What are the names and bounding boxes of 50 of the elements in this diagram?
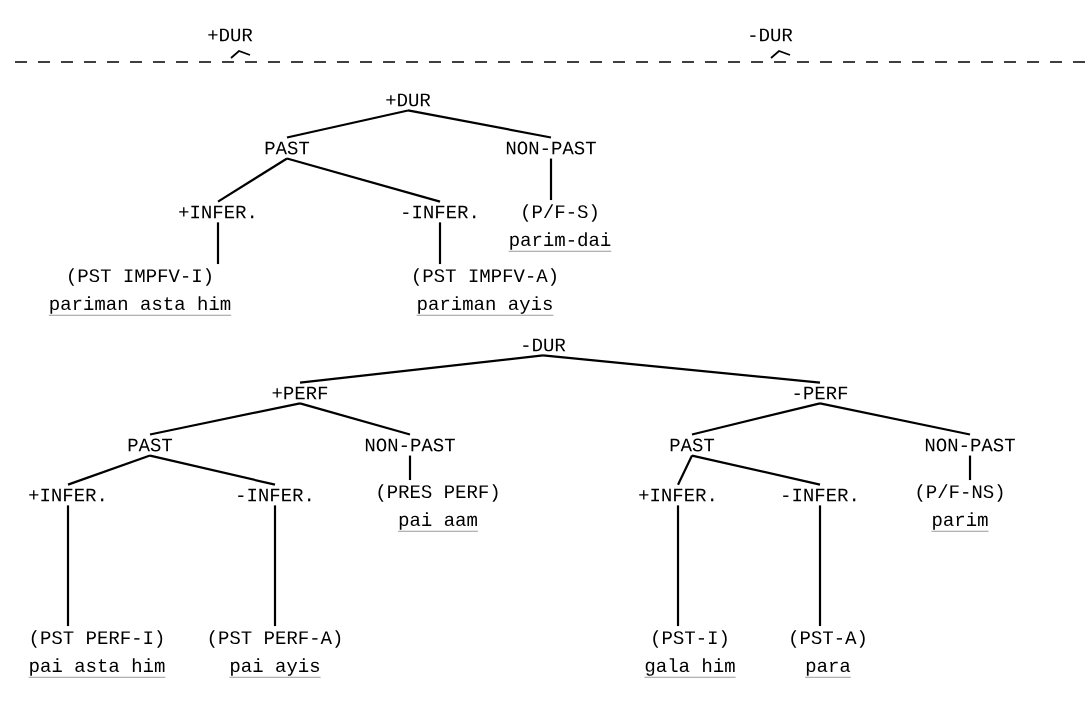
tree-branch [542,354,821,384]
feature-label: NON-PAST [506,141,596,155]
tree-branch [819,402,971,436]
tree-branch [299,354,544,384]
tree-branch [407,109,552,139]
feature-label: +DUR [208,28,253,42]
feature-label: -DUR [750,28,793,42]
tree-branch [691,454,821,486]
tree-branch [549,158,553,201]
form-label: (P/F-S) parim-dai [508,204,612,252]
feature-label: +INFER. [29,488,104,502]
feature-label: PAST [670,438,715,452]
tree-branch [286,109,409,139]
feature-label: -INFER. [238,488,311,502]
tree-branch [676,505,680,627]
tree-branch [438,222,442,265]
form-label: (PST PERF-A) pai ayis [209,630,341,678]
tree-branch [149,454,276,486]
form-label: (P/F-NS) parim [917,484,1003,532]
feature-label: +INFER. [639,488,714,502]
feature-label: +INFER. [179,205,254,219]
tree-branch [216,222,220,265]
tree-branch [149,402,301,436]
tree-branch [299,402,411,436]
form-label: (PST IMPFV-A) pariman ayis [414,268,556,316]
tree-branch [408,455,412,481]
feature-label: NON-PAST [365,438,455,452]
feature-label: -INFER. [403,205,476,219]
tree-branch [968,455,972,481]
feature-label: PAST [265,141,310,155]
feature-label: +DUR [386,93,431,107]
tree-branch [677,455,693,486]
feature-label: -DUR [523,338,566,352]
tree-branch [67,454,151,486]
tree-branch [217,157,288,203]
tree-branch [286,157,441,203]
feature-label: -INFER. [783,488,856,502]
form-label: (PST PERF-I) pai asta him [28,630,166,678]
form-label: (PRES PERF) pai aam [378,484,498,532]
feature-label: NON-PAST [925,438,1015,452]
form-label: (PST IMPFV-I) pariman asta him [48,268,232,316]
feature-label: -PERF [794,386,848,400]
tree-branch [66,505,70,627]
feature-label: PAST [128,438,173,452]
tree-branch [691,402,821,436]
form-label: (PST-A) para [791,630,865,678]
form-label: (PST-I) gala him [644,630,736,678]
feature-label: +PERF [272,386,328,400]
tree-branch [818,505,822,627]
tree-branch [273,505,277,627]
